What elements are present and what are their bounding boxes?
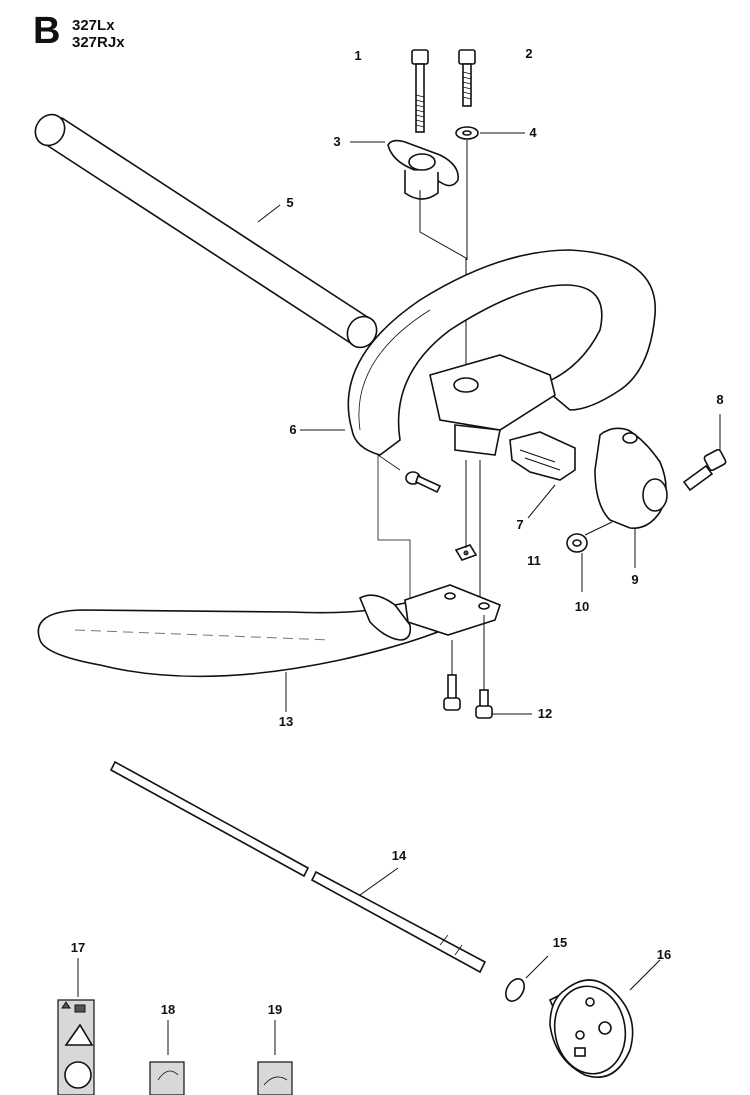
clutch-drum-part-16 (548, 959, 661, 1078)
bolt-part-8 (682, 414, 727, 492)
decal-part-18 (149, 1020, 185, 1095)
callout-3: 3 (333, 134, 341, 149)
decal-part-19 (257, 1020, 293, 1095)
callout-12: 12 (537, 706, 553, 721)
nut-part-10 (566, 521, 613, 592)
callout-11: 11 (527, 553, 541, 568)
tube-part-5 (34, 113, 378, 349)
bolt-part-2 (458, 49, 476, 107)
callout-14: 14 (391, 848, 407, 863)
washer-part-4 (455, 126, 525, 140)
handle-bar-part-13 (37, 584, 501, 712)
callout-7: 7 (516, 517, 524, 532)
callout-18: 18 (160, 1002, 176, 1017)
callout-17: 17 (70, 940, 86, 955)
callout-5: 5 (286, 195, 294, 210)
callout-19: 19 (267, 1002, 283, 1017)
square-nut-part-11 (454, 544, 478, 561)
clip-part-7 (509, 431, 576, 519)
callout-4: 4 (529, 125, 537, 140)
wing-nut-part-3 (350, 139, 459, 200)
callout-16: 16 (656, 947, 672, 962)
bolt-part-1 (411, 49, 429, 133)
callout-9: 9 (631, 572, 639, 587)
callout-13: 13 (278, 714, 294, 729)
handle-loop-part-6 (300, 249, 656, 456)
callout-2: 2 (525, 46, 533, 61)
section-letter: B (33, 10, 61, 52)
model-name-1: 327Lx (72, 17, 115, 34)
callout-8: 8 (716, 392, 724, 407)
callout-15: 15 (552, 935, 568, 950)
callout-10: 10 (574, 599, 590, 614)
callout-6: 6 (289, 422, 297, 437)
shaft-part-14 (109, 760, 487, 974)
decal-part-17 (57, 958, 95, 1095)
screw-part-clamp (405, 471, 442, 494)
o-ring-part-15 (505, 955, 549, 1002)
knob-part-9 (594, 427, 668, 568)
clamp-body (429, 354, 556, 456)
callout-1: 1 (354, 48, 362, 63)
model-name-2: 327RJx (72, 34, 125, 51)
bolts-part-12 (443, 615, 532, 719)
